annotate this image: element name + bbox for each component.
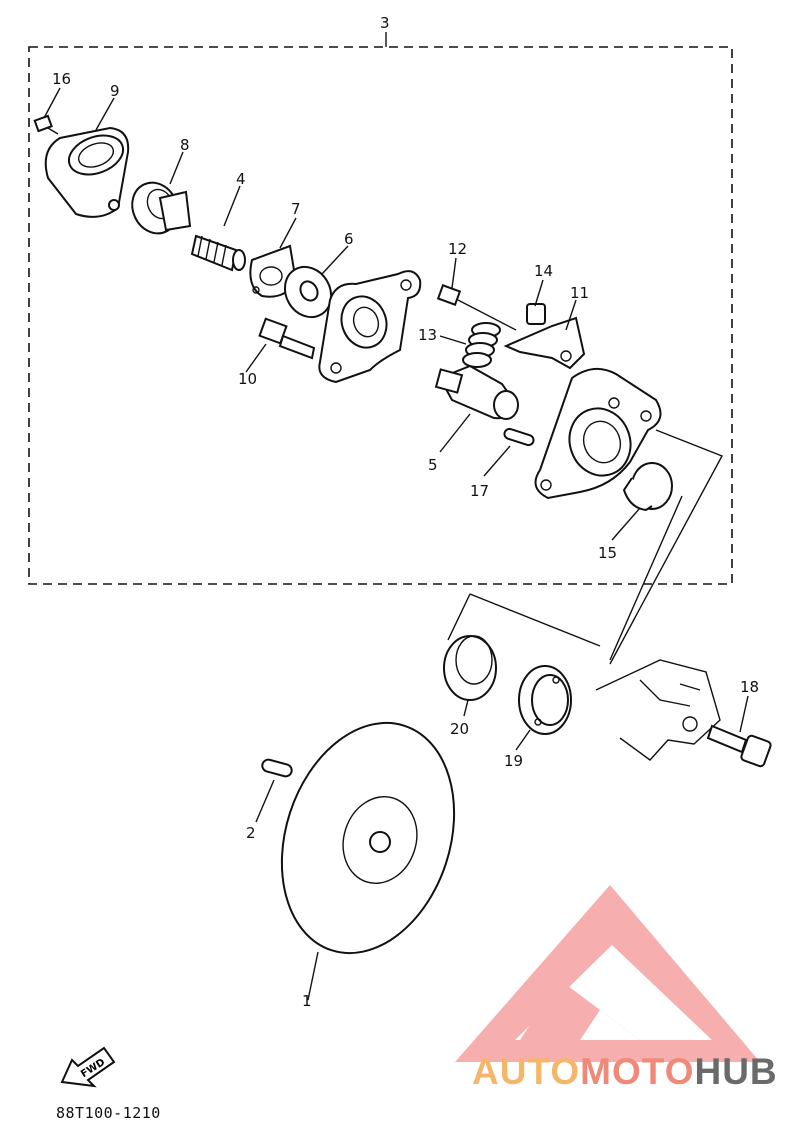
- part-2-key: [261, 758, 293, 778]
- part-16-bolt: [33, 114, 59, 135]
- part-10-bolt: [258, 317, 316, 360]
- part-18-bolt: [706, 724, 772, 768]
- callout-18: 18: [740, 678, 759, 696]
- watermark-wordmark: AUTOMOTOHUB: [472, 1052, 778, 1092]
- pump-body: [534, 367, 662, 500]
- assembly-3-boundary: [28, 32, 733, 585]
- callout-3: 3: [380, 14, 390, 32]
- watermark-part-auto: AUTO: [472, 1051, 581, 1092]
- callout-6: 6: [344, 230, 354, 248]
- pump-housing-flange: [318, 270, 422, 384]
- crankcase-fragment: [595, 659, 721, 761]
- part-6-washer: [283, 265, 333, 319]
- part-5-pump-shaft: [434, 364, 519, 420]
- part-12-bolt: [436, 284, 517, 331]
- housing-reference-lines: [447, 429, 723, 665]
- part-17-pin: [503, 427, 535, 447]
- watermark-part-moto: MOTO: [580, 1051, 695, 1092]
- callout-1: 1: [302, 992, 312, 1010]
- part-8-gear: [131, 181, 192, 235]
- drawing-number: 88T100-1210: [56, 1104, 161, 1122]
- callout-4: 4: [236, 170, 246, 188]
- callout-20: 20: [450, 720, 469, 738]
- callout-16: 16: [52, 70, 71, 88]
- fwd-arrow-icon: FWD: [60, 1046, 116, 1088]
- callout-12: 12: [448, 240, 467, 258]
- part-14-nut: [526, 303, 546, 325]
- callout-8: 8: [180, 136, 190, 154]
- callout-13: 13: [418, 326, 437, 344]
- callout-5: 5: [428, 456, 438, 474]
- part-20-cup: [443, 635, 497, 701]
- part-9-cover: [44, 126, 130, 218]
- part-13-spring: [462, 322, 501, 368]
- callout-19: 19: [504, 752, 523, 770]
- part-1-plate: [280, 721, 456, 955]
- leader-lines: [43, 87, 749, 1001]
- part-4-worm-shaft: [190, 234, 246, 272]
- part-11-bracket: [503, 316, 586, 370]
- callout-14: 14: [534, 262, 553, 280]
- part-19-ring: [518, 665, 572, 735]
- callout-15: 15: [598, 544, 617, 562]
- callout-7: 7: [291, 200, 301, 218]
- callout-9: 9: [110, 82, 120, 100]
- part-15-cap: [622, 462, 673, 512]
- callout-10: 10: [238, 370, 257, 388]
- watermark-logo: [455, 885, 760, 1062]
- callout-2: 2: [246, 824, 256, 842]
- watermark-part-hub: HUB: [694, 1051, 778, 1092]
- callout-11: 11: [570, 284, 589, 302]
- callout-labels: 3 16 9 8 4 7 6 12 14 11 13 10 5 17 15 18…: [52, 14, 759, 1010]
- callout-17: 17: [470, 482, 489, 500]
